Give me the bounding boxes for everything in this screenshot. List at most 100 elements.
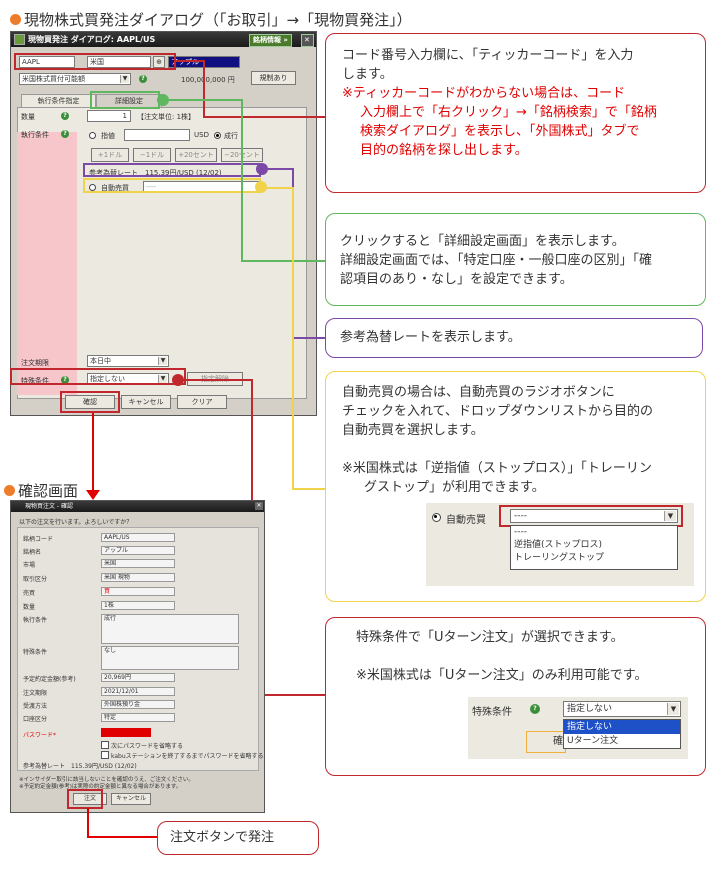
confirm-row-value: 特定	[101, 713, 175, 722]
callout-text: 自動売買の場合は、自動売買のラジオボタンに	[342, 385, 615, 400]
skip-password-session-checkbox[interactable]	[101, 751, 109, 759]
callout-text: 詳細設定画面では、「特定口座・一般口座の区別」「確	[340, 253, 653, 268]
tab-exec-conditions[interactable]: 執行条件指定	[21, 94, 96, 107]
limit-radio[interactable]	[89, 132, 96, 139]
connector-line	[92, 413, 94, 493]
clear-button[interactable]: クリア	[177, 395, 227, 409]
callout-text: クリックすると「詳細設定画面」を表示します。	[340, 234, 625, 249]
confirm-cancel-button[interactable]: キャンセル	[111, 793, 151, 805]
callout-warning-text: 入力欄上で「右クリック」→「銘柄検索」で「銘柄	[360, 105, 657, 120]
arrow-down-icon	[86, 490, 100, 500]
order-button[interactable]: 注文	[73, 793, 107, 805]
auto-trade-example-select: ---- ▼	[510, 509, 678, 523]
qty-input[interactable]: 1	[87, 110, 131, 122]
ticker-code-input[interactable]: AAPL	[19, 56, 75, 68]
bullet-dot-icon	[4, 485, 15, 496]
confirm-row-label: 予定約定金額(参考)	[23, 676, 76, 683]
qty-unit-label: 【注文単位: 1株】	[137, 113, 196, 121]
callout-text: 参考為替レートを表示します。	[340, 330, 521, 345]
close-icon[interactable]: ✕	[255, 502, 263, 510]
market-label: 成行	[224, 132, 238, 140]
confirm-dialog-title: 現物買注文 - 確認	[25, 503, 73, 510]
chevron-down-icon: ▼	[667, 703, 679, 715]
confirm-row-value: 米国	[101, 559, 175, 568]
connector-line	[251, 694, 326, 696]
dropdown-option: 逆指値(ストップロス)	[514, 540, 603, 550]
section-title-confirm: 確認画面	[4, 480, 78, 501]
help-icon[interactable]: ?	[61, 112, 69, 120]
auto-trade-radio[interactable]	[89, 184, 96, 191]
search-icon[interactable]: ⊕	[153, 56, 165, 68]
plus-1-dollar-button[interactable]: +1ドル	[91, 148, 129, 162]
confirm-row-label: 受渡方法	[23, 703, 48, 710]
dropdown-option-selected: 指定しない	[564, 720, 680, 734]
auto-trade-example-value: ----	[514, 511, 527, 521]
confirm-row-value: 1株	[101, 601, 175, 610]
special-select-value: 指定しない	[90, 375, 125, 383]
chevron-down-icon: ▼	[120, 75, 129, 83]
order-dialog-window: 現物買発注 ダイアログ: AAPL/US 銘柄情報 » ✕ AAPL 米国 ⊕ …	[10, 31, 317, 416]
connector-line	[87, 836, 157, 838]
close-icon[interactable]: ✕	[301, 34, 314, 47]
callout-order-button: 注文ボタンで発注	[157, 821, 319, 855]
callout-text: チェックを入れて、ドロップダウンリストから目的の	[342, 404, 653, 419]
confirm-intro: 以下の注文を行います。よろしいですか？	[19, 519, 133, 526]
plus-20-cent-button[interactable]: +20セント	[175, 148, 217, 162]
connector-line	[168, 99, 242, 101]
stock-info-button[interactable]: 銘柄情報 »	[249, 34, 292, 47]
insider-note: ※インサイダー取引に該当しないことを確認のうえ、ご注文ください。	[19, 777, 194, 783]
skip-password-checkbox[interactable]	[101, 741, 109, 749]
confirm-row-value: なし	[101, 646, 239, 670]
connector-line	[203, 116, 325, 118]
minus-1-dollar-button[interactable]: −1ドル	[133, 148, 171, 162]
connector-line	[87, 808, 89, 837]
connector-line	[241, 260, 326, 262]
market-select[interactable]: 米国	[87, 56, 151, 68]
app-icon	[14, 34, 25, 45]
dropdown-option: Uターン注文	[567, 736, 619, 746]
password-input[interactable]	[101, 728, 151, 737]
market-radio[interactable]	[214, 132, 221, 139]
callout-text: コード番号入力欄に、「ティッカーコード」を入力	[342, 48, 634, 63]
auto-trade-label: 自動売買	[101, 184, 129, 192]
confirm-row-value: アップル	[101, 546, 175, 555]
confirm-button[interactable]: 確認	[65, 395, 115, 409]
order-dialog-title: 現物買発注 ダイアログ: AAPL/US	[28, 35, 156, 44]
limit-price-input[interactable]	[124, 129, 190, 141]
fx-rate-label: 参考為替レート 115.39円/USD (12/02)	[89, 169, 222, 177]
chevron-down-icon: ▼	[158, 357, 167, 365]
cancel-button[interactable]: キャンセル	[121, 395, 171, 409]
confirm-row-value: 成行	[101, 614, 239, 644]
confirm-row-label: 注文期限	[23, 690, 48, 697]
auto-trade-example-options: ---- 逆指値(ストップロス) トレーリングストップ	[510, 525, 678, 570]
special-example-select: 指定しない ▼	[563, 701, 681, 717]
order-dialog-titlebar[interactable]: 現物買発注 ダイアログ: AAPL/US 銘柄情報 » ✕	[11, 32, 316, 47]
connector-line	[241, 99, 243, 261]
confirm-dialog-titlebar[interactable]: 現物買注文 - 確認	[11, 501, 264, 512]
confirm-row-label: 売買	[23, 590, 36, 597]
callout-warning-text: 検索ダイアログ」を表示し、「外国株式」タブで	[360, 124, 640, 139]
confirm-row-label: 口座区分	[23, 716, 48, 723]
section-title-text: 確認画面	[18, 482, 79, 500]
connector-dot	[256, 163, 268, 175]
usd-label: USD	[194, 131, 209, 139]
help-icon[interactable]: ?	[61, 130, 69, 138]
special-example-options: 指定しない Uターン注文	[563, 719, 681, 749]
help-icon[interactable]: ?	[139, 75, 147, 83]
regulation-button[interactable]: 規制あり	[251, 71, 296, 85]
callout-text: します。	[342, 67, 393, 82]
account-select[interactable]: 米国株式買付可能額 ▼	[19, 73, 131, 85]
connector-line	[292, 187, 294, 490]
connector-line	[292, 488, 326, 490]
period-select[interactable]: 本日中 ▼	[87, 355, 169, 367]
confirm-row-label: 数量	[23, 604, 36, 611]
connector-line	[266, 187, 293, 189]
chevron-down-icon: ▼	[664, 511, 676, 521]
connector-dot	[255, 181, 267, 193]
confirm-row-label: 銘柄名	[23, 549, 42, 556]
password-label: パスワード*	[23, 732, 57, 739]
confirm-row-label: 市場	[23, 562, 36, 569]
help-icon[interactable]: ?	[61, 376, 69, 384]
qty-label: 数量	[21, 113, 35, 121]
